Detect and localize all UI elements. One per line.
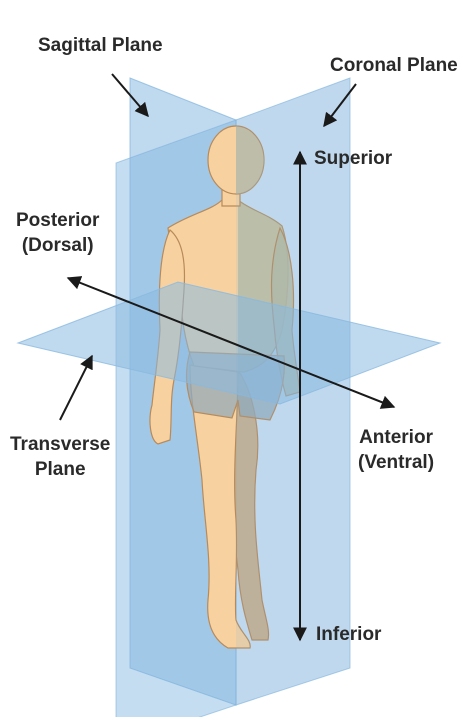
posterior-label-line2: (Dorsal)	[21, 235, 94, 256]
sagittal-pointer-arrow	[111, 73, 149, 118]
posterior-anterior-axis	[66, 276, 396, 409]
transverse-plane-label: Transverse Plane	[10, 432, 110, 482]
posterior-label-line1: Posterior	[16, 210, 100, 231]
superior-label: Superior	[314, 148, 393, 169]
coronal-plane-front-right	[236, 78, 350, 705]
posterior-label: Posterior (Dorsal)	[16, 208, 99, 258]
anterior-label: Anterior (Ventral)	[358, 425, 434, 475]
transverse-label-line1: Transverse	[10, 434, 111, 455]
transverse-plane	[16, 281, 442, 405]
coronal-plane-label: Coronal Plane	[330, 55, 458, 76]
coronal-pointer-arrow	[323, 83, 357, 128]
head-shadow	[236, 126, 264, 194]
inferior-label: Inferior	[316, 624, 382, 645]
left-leg	[189, 364, 251, 649]
anterior-label-line2: (Ventral)	[358, 452, 435, 473]
anterior-label-line1: Anterior	[359, 427, 433, 448]
transverse-label-line2: Plane	[34, 459, 86, 480]
transverse-pointer-arrow	[59, 354, 93, 421]
sagittal-plane-label: Sagittal Plane	[38, 35, 163, 56]
